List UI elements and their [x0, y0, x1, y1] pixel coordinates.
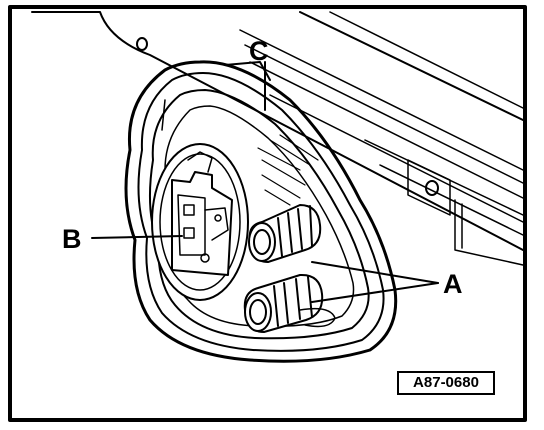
bulb-holder-upper	[248, 204, 322, 263]
callout-label-c: C	[249, 36, 269, 66]
callout-label-a: A	[443, 269, 463, 299]
body-rail	[31, 11, 524, 266]
reflector-ribs	[257, 134, 319, 206]
bulb-holder-lower	[243, 273, 336, 333]
leader-lines	[91, 61, 439, 303]
electrical-connector	[151, 143, 249, 301]
figure-id-box: A87-0680	[397, 371, 495, 395]
callout-label-b: B	[62, 224, 82, 254]
frame-border	[8, 5, 527, 422]
